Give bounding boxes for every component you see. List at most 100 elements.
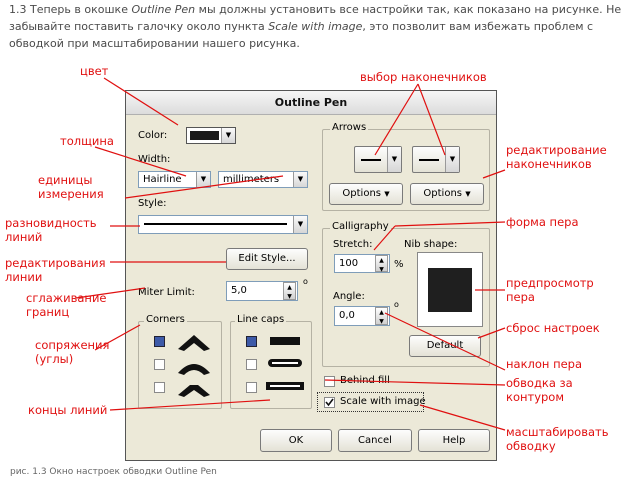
chevron-down-icon: ▼ bbox=[445, 147, 459, 172]
miter-value: 5,0 bbox=[231, 285, 247, 296]
percent-sign: % bbox=[394, 259, 404, 270]
arrow-preview bbox=[361, 159, 381, 161]
annotation-line: границ bbox=[26, 305, 70, 319]
annotation-line: линий bbox=[5, 230, 43, 244]
style-select[interactable]: ▼ bbox=[138, 215, 308, 234]
annotation-arrows-choice: выбор наконечников bbox=[360, 70, 487, 84]
annotation-line: обводка за bbox=[506, 376, 573, 390]
annotation-corners: сопряжения(углы) bbox=[35, 338, 109, 366]
annotation-caps: концы линий bbox=[28, 403, 108, 417]
cancel-button[interactable]: Cancel bbox=[338, 429, 412, 452]
corner-bevel-radio[interactable] bbox=[154, 382, 165, 393]
color-swatch bbox=[190, 131, 219, 140]
ok-button[interactable]: OK bbox=[260, 429, 332, 452]
units-value: millimeters bbox=[223, 174, 280, 185]
intro-text-3: , это позволит вам избежать проблем с об… bbox=[9, 20, 594, 50]
options-label: Options bbox=[342, 188, 381, 199]
chevron-down-icon: ▼ bbox=[465, 190, 471, 198]
corner-styles-icon bbox=[178, 335, 210, 397]
annotation-line: измерения bbox=[38, 187, 104, 201]
angle-label: Angle: bbox=[333, 291, 365, 302]
intro-paragraph: 1.3 Теперь в окошке Outline Pen мы должн… bbox=[9, 1, 637, 52]
intro-text-1: 1.3 Теперь в окошке bbox=[9, 3, 128, 16]
dialog-title: Outline Pen bbox=[126, 91, 496, 115]
degree-sign: o bbox=[394, 300, 399, 309]
annotation-line: предпросмотр bbox=[506, 276, 594, 290]
width-label: Width: bbox=[138, 154, 171, 165]
annotation-angle: наклон пера bbox=[506, 357, 583, 371]
degree-sign: o bbox=[303, 277, 308, 286]
miter-field[interactable]: 5,0 bbox=[226, 281, 298, 301]
annotation-reset: сброс настроек bbox=[506, 321, 600, 335]
corner-miter-radio[interactable] bbox=[154, 336, 165, 347]
chevron-down-icon: ▼ bbox=[196, 172, 210, 187]
start-arrow-options-button[interactable]: Options ▼ bbox=[329, 183, 403, 205]
scale-with-image-label: Scale with image bbox=[340, 396, 426, 407]
behind-fill-label: Behind fill bbox=[340, 375, 390, 386]
end-arrow-select[interactable]: ▼ bbox=[412, 146, 460, 173]
arrows-label: Arrows bbox=[330, 122, 369, 133]
corners-label: Corners bbox=[144, 314, 187, 325]
calligraphy-label: Calligraphy bbox=[330, 221, 391, 232]
width-select[interactable]: Hairline ▼ bbox=[138, 171, 211, 188]
cap-butt-radio[interactable] bbox=[246, 336, 257, 347]
check-icon bbox=[325, 398, 334, 407]
chevron-down-icon: ▼ bbox=[387, 147, 401, 172]
miter-spinner[interactable]: ▲▼ bbox=[283, 282, 296, 300]
nib-shape-square bbox=[428, 268, 472, 312]
units-select[interactable]: millimeters ▼ bbox=[218, 171, 308, 188]
scale-with-image-checkbox[interactable] bbox=[324, 397, 335, 408]
annotation-line: сглаживание bbox=[26, 291, 107, 305]
cap-round-radio[interactable] bbox=[246, 359, 257, 370]
annotation-color: цвет bbox=[80, 64, 109, 78]
annotation-line: линии bbox=[5, 270, 43, 284]
annotation-line: сопряжения bbox=[35, 338, 110, 352]
arrow-preview bbox=[419, 159, 439, 161]
angle-spinner[interactable]: ▲▼ bbox=[375, 307, 388, 325]
nib-shape-label: Nib shape: bbox=[404, 239, 458, 250]
end-arrow-options-button[interactable]: Options ▼ bbox=[410, 183, 484, 205]
color-label: Color: bbox=[138, 130, 168, 141]
default-button[interactable]: Default bbox=[409, 335, 481, 357]
intro-italic-scale: Scale with image bbox=[268, 20, 363, 33]
chevron-down-icon: ▼ bbox=[221, 128, 235, 143]
behind-fill-checkbox[interactable] bbox=[324, 376, 335, 387]
annotation-line: масштабировать bbox=[506, 425, 609, 439]
stretch-spinner[interactable]: ▲▼ bbox=[375, 255, 388, 273]
width-value: Hairline bbox=[143, 174, 182, 185]
annotation-line: контуром bbox=[506, 390, 565, 404]
line-style-preview bbox=[144, 223, 287, 225]
annotation-pen-shape: форма пера bbox=[506, 215, 579, 229]
angle-value: 0,0 bbox=[339, 310, 355, 321]
annotation-line: наконечников bbox=[506, 157, 592, 171]
line-caps-label: Line caps bbox=[235, 314, 287, 325]
help-button[interactable]: Help bbox=[418, 429, 490, 452]
annotation-line: разновидность bbox=[5, 216, 97, 230]
annotation-line: обводку bbox=[506, 439, 556, 453]
cap-square-radio[interactable] bbox=[246, 382, 257, 393]
edit-style-button[interactable]: Edit Style... bbox=[226, 248, 308, 270]
annotation-line: редактирование bbox=[506, 143, 607, 157]
figure-caption: рис. 1.3 Окно настроек обводки Outline P… bbox=[10, 467, 217, 477]
chevron-down-icon: ▼ bbox=[293, 216, 307, 233]
color-picker[interactable]: ▼ bbox=[186, 127, 236, 144]
corner-round-radio[interactable] bbox=[154, 359, 165, 370]
nib-preview[interactable] bbox=[417, 252, 483, 327]
intro-text-2: мы должны установить все настройки так, … bbox=[9, 3, 622, 33]
chevron-down-icon: ▼ bbox=[384, 190, 390, 198]
chevron-down-icon: ▼ bbox=[293, 172, 307, 187]
annotation-line: пера bbox=[506, 290, 535, 304]
intro-italic-outline-pen: Outline Pen bbox=[131, 3, 196, 16]
scale-focus-ring bbox=[317, 392, 424, 412]
style-label: Style: bbox=[138, 198, 167, 209]
calligraphy-group bbox=[322, 228, 490, 367]
